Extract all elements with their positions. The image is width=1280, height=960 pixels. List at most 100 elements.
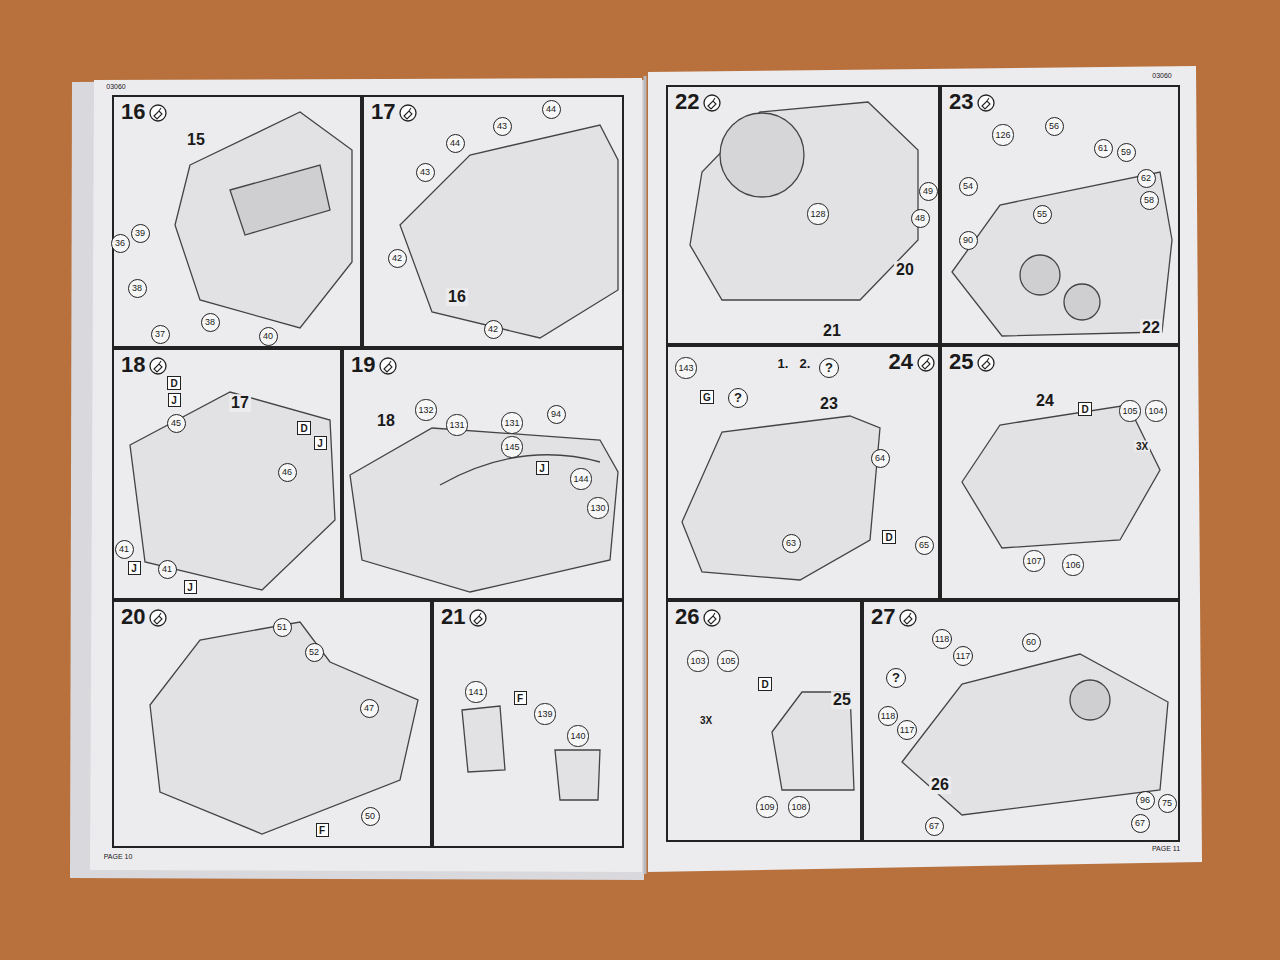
paint-code: J <box>171 395 177 406</box>
step-number: 21 <box>440 604 466 630</box>
glue-icon <box>977 94 995 112</box>
glue-icon <box>977 354 995 372</box>
part-number: 44 <box>542 100 561 119</box>
part-number: 67 <box>925 817 944 836</box>
part-number: 50 <box>361 807 380 826</box>
part-number: 44 <box>446 134 465 153</box>
part-number: 52 <box>305 643 324 662</box>
part-number: 139 <box>534 703 555 724</box>
paint-code: F <box>517 693 523 704</box>
part-number: 40 <box>259 327 278 346</box>
part-number-text: 55 <box>1037 209 1047 219</box>
part-number-text: 132 <box>418 405 433 415</box>
part-number: 118 <box>932 629 952 649</box>
vent-grille <box>230 165 330 235</box>
part-number-text: 44 <box>546 104 556 114</box>
glue-icon-ring <box>900 610 916 626</box>
part-number-text: 128 <box>810 209 825 219</box>
question-mark: ? <box>825 361 833 375</box>
part-number: 106 <box>1062 554 1083 575</box>
paint-flag: J <box>128 561 141 575</box>
part-number: 62 <box>1137 169 1156 188</box>
page-number: PAGE 10 <box>102 853 135 861</box>
part-number-text: 141 <box>468 687 483 697</box>
hatch-opening <box>1064 284 1100 320</box>
part-number-text: 48 <box>915 213 925 223</box>
glue-tube <box>154 108 162 119</box>
subassembly-number: 25 <box>831 691 853 709</box>
part-number: 105 <box>1119 400 1140 421</box>
part-number: 51 <box>273 618 292 637</box>
part-number: 104 <box>1145 400 1166 421</box>
substep-number: 2. <box>798 357 813 371</box>
part-number: 64 <box>871 449 890 468</box>
part-number-text: 50 <box>365 811 375 821</box>
glue-icon <box>917 354 935 372</box>
question-callout: ? <box>819 358 839 378</box>
page-number: PAGE 11 <box>1150 845 1182 853</box>
left-page <box>90 78 642 872</box>
step-panel: 25D105104107106 <box>940 345 1180 600</box>
paint-flag: J <box>314 436 327 450</box>
part-number-text: 131 <box>449 420 464 430</box>
step-panel: 2051524750F <box>112 600 432 848</box>
part-number: 43 <box>493 117 512 136</box>
glue-icon <box>399 104 417 122</box>
paint-flag: D <box>1078 402 1091 416</box>
part-number-text: 103 <box>690 656 705 666</box>
part-number-text: 43 <box>497 121 507 131</box>
question-mark: ? <box>734 391 742 405</box>
part-number: 60 <box>1022 633 1041 652</box>
part-number-text: 63 <box>786 538 796 548</box>
subassembly-number: 16 <box>446 288 468 306</box>
glue-tube <box>404 108 412 119</box>
part-number: 49 <box>919 182 938 201</box>
part-number: 117 <box>897 720 917 740</box>
glue-icon-ring <box>380 358 396 374</box>
step-panel: 27118117?1181176067679675 <box>862 600 1180 842</box>
part-number-text: 38 <box>205 317 215 327</box>
part-number: 42 <box>388 249 407 268</box>
paint-code: D <box>170 378 177 389</box>
part-number: 131 <box>501 412 522 433</box>
glue-icon-ring <box>400 105 416 121</box>
part-number-text: 62 <box>1141 173 1151 183</box>
hull-part <box>400 125 618 338</box>
part-number-text: 118 <box>881 711 895 721</box>
part-number: 65 <box>915 536 934 555</box>
glue-icon <box>149 357 167 375</box>
part-number: 107 <box>1023 550 1044 571</box>
part-number-text: 105 <box>1122 406 1137 416</box>
part-number: 47 <box>360 699 379 718</box>
step-panel: 26103105D109108 <box>666 600 862 842</box>
repeat-count: 3X <box>698 715 714 726</box>
part-number: 132 <box>415 399 436 420</box>
glue-icon-ring <box>704 95 720 111</box>
part-number: 36 <box>111 234 130 253</box>
part-number-text: 107 <box>1026 556 1041 566</box>
part-number-text: 52 <box>309 647 319 657</box>
part-number: 108 <box>788 796 809 817</box>
part-number-text: 40 <box>263 331 273 341</box>
part-number: 55 <box>1033 205 1052 224</box>
part-number: 130 <box>587 497 608 518</box>
part-number-text: 131 <box>504 418 519 428</box>
subassembly-number: 18 <box>375 412 397 430</box>
step-number: 26 <box>674 604 700 630</box>
question-callout: ? <box>728 388 748 408</box>
part-number: 38 <box>201 313 220 332</box>
subassembly-number: 20 <box>894 261 916 279</box>
part-number-text: 118 <box>935 634 949 644</box>
glue-tube <box>154 613 162 624</box>
glue-tube <box>708 613 716 624</box>
page-fold <box>644 76 647 874</box>
paint-code: J <box>539 463 545 474</box>
subassembly-number: 26 <box>929 776 951 794</box>
paint-code: J <box>187 582 193 593</box>
part-number-text: 47 <box>364 703 374 713</box>
part-number-text: 43 <box>420 167 430 177</box>
part-number: 131 <box>446 414 467 435</box>
parts-drawings <box>130 102 1172 834</box>
part-number-text: 58 <box>1144 195 1154 205</box>
part-number-text: 36 <box>115 238 125 248</box>
